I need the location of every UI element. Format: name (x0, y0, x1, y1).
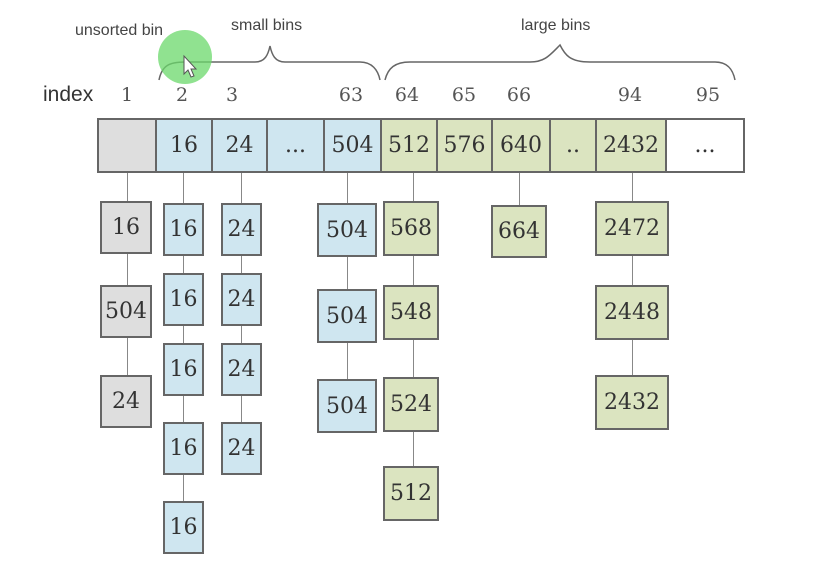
chunk-small: 24 (221, 422, 262, 475)
index-label: index (43, 83, 94, 106)
chunk-unsorted: 24 (100, 375, 152, 428)
chunk-small: 16 (163, 203, 204, 256)
chunk-large: 512 (383, 466, 439, 521)
index-number: 65 (451, 84, 477, 106)
small-bins-label: small bins (231, 17, 303, 34)
chunk-large: 524 (383, 377, 439, 432)
chunk-large: 2448 (595, 285, 669, 340)
cursor-icon (183, 54, 198, 78)
index-number: 63 (338, 84, 364, 106)
index-number: 66 (506, 84, 532, 106)
chunk-unsorted: 16 (100, 201, 152, 254)
chunk-small: 504 (317, 379, 377, 433)
chunk-large: 568 (383, 201, 439, 256)
chain-link-line (347, 172, 348, 379)
bin-head-small[interactable]: 16 (155, 118, 213, 173)
bin-head-empty[interactable]: ... (665, 118, 745, 173)
chain-link-line (632, 172, 633, 375)
chunk-large: 2432 (595, 375, 669, 430)
bin-head-small[interactable]: 24 (211, 118, 268, 173)
bin-head-small[interactable]: ... (266, 118, 325, 173)
bin-head-large[interactable]: .. (549, 118, 597, 173)
large-bins-brace (384, 43, 736, 81)
chain-link-line (519, 172, 520, 205)
index-number: 1 (120, 84, 134, 106)
chain-link-line (127, 172, 128, 375)
chunk-small: 24 (221, 203, 262, 256)
index-number: 3 (225, 84, 239, 106)
index-number: 2 (175, 84, 189, 106)
chunk-small: 16 (163, 501, 204, 554)
chunk-large: 548 (383, 285, 439, 340)
chunk-small: 504 (317, 289, 377, 343)
chunk-small: 24 (221, 273, 262, 326)
unsorted-bin-label: unsorted bin (75, 22, 164, 39)
index-number: 94 (617, 84, 643, 106)
chunk-large: 664 (491, 205, 547, 258)
index-number: 64 (394, 84, 420, 106)
chunk-small: 16 (163, 422, 204, 475)
chunk-small: 16 (163, 273, 204, 326)
chunk-small: 24 (221, 343, 262, 396)
bin-head-large[interactable]: 2432 (595, 118, 667, 173)
bin-head-large[interactable]: 512 (380, 118, 438, 173)
chunk-unsorted: 504 (100, 285, 152, 338)
bin-head-small[interactable]: 504 (323, 118, 382, 173)
chunk-small: 16 (163, 343, 204, 396)
bin-head-large[interactable]: 640 (491, 118, 551, 173)
large-bins-label: large bins (521, 17, 591, 34)
index-number: 95 (695, 84, 721, 106)
chain-link-line (183, 172, 184, 501)
bin-head-large[interactable]: 576 (436, 118, 493, 173)
chunk-large: 2472 (595, 201, 669, 256)
bin-head-unsorted[interactable] (97, 118, 157, 173)
chunk-small: 504 (317, 203, 377, 257)
